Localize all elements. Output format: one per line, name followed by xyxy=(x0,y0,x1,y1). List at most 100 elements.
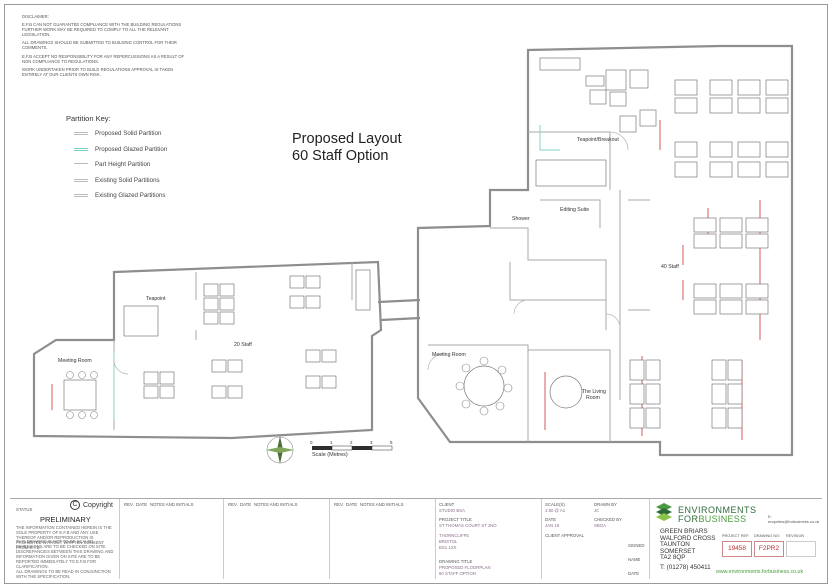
room-label-20-staff: 20 Staff xyxy=(234,342,252,348)
scale-bar xyxy=(312,445,393,451)
brand-line-1: ENVIRONMENTS xyxy=(678,505,757,515)
room-labels: Teapoint/Breakout Shower Editing Suite 4… xyxy=(58,137,679,401)
layout-title-line1: Proposed Layout xyxy=(292,131,402,147)
door-swings xyxy=(113,131,629,375)
partition-key-item: Existing Solid Partitions xyxy=(74,177,160,184)
existing-glazed-swatch xyxy=(74,194,88,197)
room-label-shower: Shower xyxy=(512,216,530,222)
desk-block-20-staff xyxy=(143,275,337,399)
partition-key-item: Proposed Solid Partition xyxy=(74,130,161,137)
name-label: NAME xyxy=(628,557,641,562)
drawing-title-label: DRAWING TITLE xyxy=(439,559,473,564)
partition-key-label: Existing Solid Partitions xyxy=(95,177,160,184)
partition-key-label: Existing Glazed Partitions xyxy=(95,192,166,199)
room-label-meeting-room-left: Meeting Room xyxy=(58,358,92,364)
glazed-partition-swatch xyxy=(74,148,88,151)
layout-title: Proposed Layout 60 Staff Option xyxy=(292,131,402,165)
partition-key-label: Proposed Glazed Partition xyxy=(95,146,168,153)
breakout-furniture xyxy=(123,57,657,337)
desk-block-40-staff xyxy=(693,217,769,315)
location-line: THORNCLIFFE xyxy=(439,533,470,538)
copyright-icon: C xyxy=(70,500,80,510)
copyright: C Copyright xyxy=(70,500,113,510)
disclaimer-p4: WORK UNDERTAKEN PRIOR TO BUILD REGULATIO… xyxy=(22,66,174,77)
rev-header: REV. xyxy=(334,502,344,507)
phone: T: (01278) 450411 xyxy=(660,564,711,571)
checked-by-value: SBOA xyxy=(594,523,606,528)
brand-email: E: enquiries@forbusiness.co.uk xyxy=(768,514,820,524)
date-header: DATE xyxy=(346,502,358,507)
scale-field-label: SCALE(S) xyxy=(545,502,565,507)
project-title-label: PROJECT TITLE xyxy=(439,517,472,522)
brand-business: BUSINESS xyxy=(698,514,747,524)
website-link[interactable]: www.environments.forbusiness.co.uk xyxy=(716,569,804,575)
brand-for: FOR xyxy=(678,514,699,524)
address-block: GREEN BRIARS WALFORD CROSS TAUNTON SOMER… xyxy=(660,528,715,562)
north-arrow xyxy=(266,436,294,464)
client-project-column: CLIENT STUDIO BSA PROJECT TITLE ST THOMA… xyxy=(436,499,542,579)
scale-approval-column: SCALE(S) 1:50 @ A1 DRAWN BY JC DATE JAN … xyxy=(542,499,650,579)
notes-header: NOTES AND INITIALS xyxy=(254,502,298,507)
project-ref-value: 19458 xyxy=(722,541,752,557)
company-column: ENVIRONMENTS FORBUSINESS E: enquiries@fo… xyxy=(650,499,822,579)
date-value: JAN 19 xyxy=(545,523,560,528)
scale-tick: 3 xyxy=(370,440,373,445)
signed-label: SIGNED xyxy=(628,543,645,548)
scale-tick: 1 xyxy=(330,440,333,445)
company-logo-icon xyxy=(656,503,672,521)
meeting-tables xyxy=(63,365,583,411)
scale-tick: 5 xyxy=(390,440,393,445)
disclaimer: DISCLAIMER: E.F.B CAN NOT GUARANTEE COMP… xyxy=(22,14,192,80)
drawn-by-value: JC xyxy=(594,508,600,513)
drawn-by-label: DRAWN BY xyxy=(594,502,617,507)
room-label-teapoint-breakout: Teapoint/Breakout xyxy=(577,137,619,143)
desk-block-bottom-right xyxy=(629,359,743,429)
status-label: STATUS xyxy=(16,507,33,512)
solid-partition-swatch xyxy=(74,132,88,135)
glazed-partitions xyxy=(113,125,560,420)
rev-header: REV. xyxy=(124,502,134,507)
scale-label: Scale (Metres) xyxy=(312,452,348,458)
client-approval-label: CLIENT APPROVAL xyxy=(545,533,585,538)
rev-header: REV. xyxy=(228,502,238,507)
address-line: GREEN BRIARS xyxy=(660,528,708,535)
scale-tick: 0 xyxy=(310,440,313,445)
scale-tick: 2 xyxy=(350,440,353,445)
partition-key-item: Proposed Glazed Partition xyxy=(74,146,167,153)
layout-title-line2: 60 Staff Option xyxy=(292,148,389,164)
client-value: STUDIO BSA xyxy=(439,508,466,513)
brand-line-2: FORBUSINESS xyxy=(678,514,746,524)
room-label-40-staff: 40 Staff xyxy=(661,264,679,270)
location-line: BS1 1XX xyxy=(439,545,457,550)
room-label-teapoint: Teapoint xyxy=(146,296,166,302)
revision-column-1: REV. DATE NOTES AND INITIALS xyxy=(120,499,224,579)
room-label-living-room: Room xyxy=(586,395,600,401)
scale-field-value: 1:50 @ A1 xyxy=(545,508,566,513)
legal-2: THIS DRAWING IS NOT TO BE SCALED. DIMENS… xyxy=(16,539,114,569)
existing-solid-swatch xyxy=(74,179,88,182)
location-line: BRISTOL xyxy=(439,539,458,544)
partition-key-title: Partition Key: xyxy=(66,114,111,123)
project-title-value: ST THOMAS COURT ST JNO xyxy=(439,523,497,528)
revision-value xyxy=(786,541,816,557)
date-header: DATE xyxy=(240,502,252,507)
revision-label: REVISION xyxy=(786,534,805,538)
address-line: TA2 8QP xyxy=(660,554,686,562)
address-line: SOMERSET xyxy=(660,547,696,555)
project-ref-label: PROJECT REF: xyxy=(722,534,750,538)
desk-clusters xyxy=(63,57,789,429)
legal-1: THE INFORMATION CONTAINED HEREIN IS THE … xyxy=(16,525,112,550)
room-label-living-room: The Living xyxy=(582,389,606,395)
date-header: DATE xyxy=(136,502,148,507)
notes-header: NOTES AND INITIALS xyxy=(150,502,194,507)
legal-3: ALL DRAWINGS TO BE READ IN CONJUNCTION W… xyxy=(16,569,111,579)
disclaimer-p3: E.F.B ACCEPT NO RESPONSIBILITY FOR ANY R… xyxy=(22,53,185,64)
room-label-editing-suite: Editing Suite xyxy=(560,207,589,213)
partition-key-item: Existing Glazed Partitions xyxy=(74,192,166,199)
disclaimer-p2: ALL DRAWINGS SHOULD BE SUBMITTED TO BUIL… xyxy=(22,40,177,51)
room-label-meeting-room-mid: Meeting Room xyxy=(432,352,466,358)
partition-key-label: Part Height Partition xyxy=(95,161,151,168)
client-label: CLIENT xyxy=(439,502,455,507)
notes-header: NOTES AND INITIALS xyxy=(360,502,404,507)
